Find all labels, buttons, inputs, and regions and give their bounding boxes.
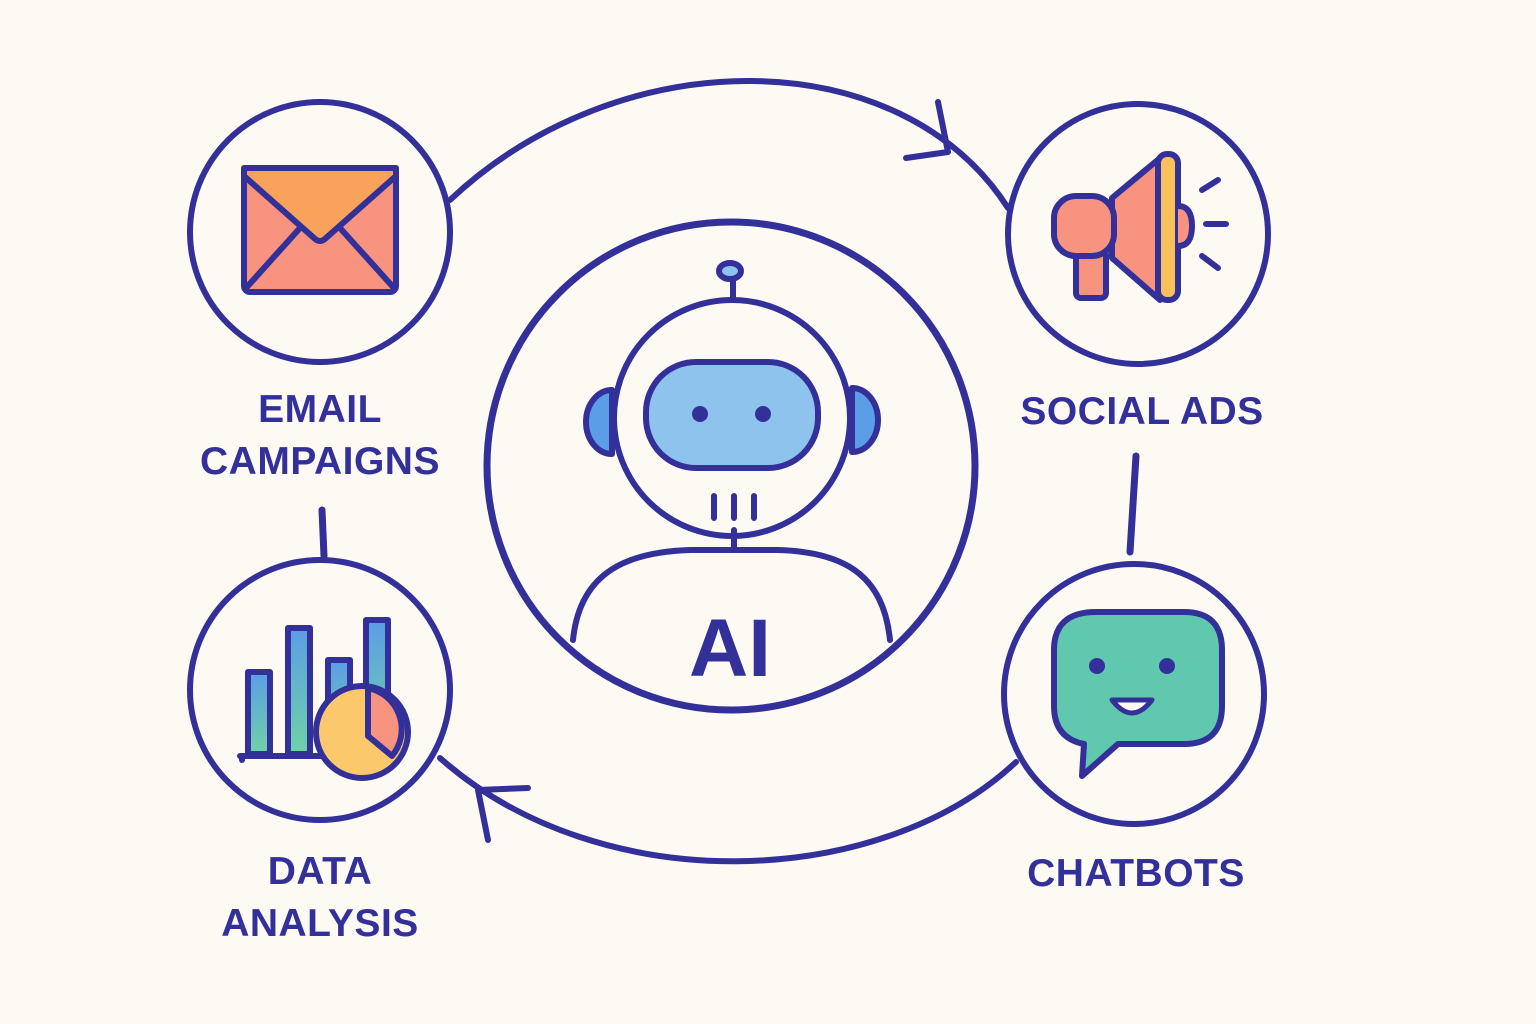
connector-social-chat <box>1126 452 1140 556</box>
arrowhead-icon <box>903 99 951 161</box>
connector-email-data <box>318 506 328 560</box>
ai-hub: AI <box>483 218 979 714</box>
label-email-campaigns: EMAIL CAMPAIGNS <box>170 384 470 488</box>
label-line: CHATBOTS <box>1027 852 1245 895</box>
megaphone-icon <box>1051 151 1229 303</box>
node-chatbots <box>1001 561 1267 827</box>
label-line: DATA <box>267 850 373 893</box>
node-data-analysis <box>187 557 453 823</box>
label-line: ANALYSIS <box>221 902 419 945</box>
label-line: CAMPAIGNS <box>200 440 440 483</box>
label-line: EMAIL <box>258 388 382 431</box>
node-email-campaigns <box>187 99 453 365</box>
node-social-ads <box>1005 101 1271 367</box>
cycle-arc-bottom <box>437 755 1019 865</box>
label-social-ads: SOCIAL ADS <box>992 386 1292 438</box>
label-line: SOCIAL ADS <box>1020 390 1264 433</box>
robot-icon <box>570 260 893 643</box>
label-chatbots: CHATBOTS <box>986 848 1286 900</box>
chat-bubble-icon <box>1051 609 1225 779</box>
label-data-analysis: DATA ANALYSIS <box>170 846 470 950</box>
cycle-arc-top <box>447 78 1011 211</box>
bar-chart-icon <box>237 617 411 781</box>
envelope-icon <box>241 165 399 295</box>
ai-label: AI <box>689 603 771 694</box>
arrowhead-icon <box>475 785 531 843</box>
